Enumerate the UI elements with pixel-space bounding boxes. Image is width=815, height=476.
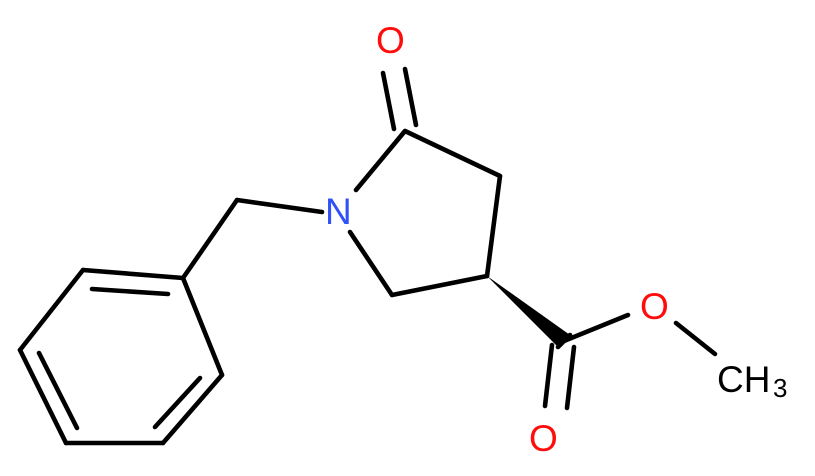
oxygen-carbonyl-label: O [529,418,558,459]
aromatic-inner-bond [152,375,203,430]
methyl-subscript: 3 [773,373,787,403]
ketone-double-bond [402,66,419,128]
bond [160,372,225,446]
bond [389,273,490,298]
methoxy-bond [673,320,718,357]
methyl-label: CH [717,359,770,400]
bond [347,229,395,298]
ester-o-bond [561,312,631,344]
bond [17,267,86,353]
oxygen-ester-label: O [640,286,669,327]
aromatic-inner-bond [89,286,171,297]
bond [402,128,503,179]
bond [17,347,69,446]
ketone-double-bond [380,70,397,132]
oxygen-ketone-label: O [376,20,405,61]
stereo-wedge-bond [487,276,570,347]
pyrrolidinone-ring [347,128,503,298]
aromatic-inner-bond [36,350,80,431]
bond [353,128,408,193]
benzene-ring [17,267,225,446]
bond [484,173,503,279]
bond [80,267,186,281]
ester-carbonyl-bond [542,342,555,409]
nitrogen-label: N [325,191,352,232]
bond [180,275,225,378]
benzyl-n-bond [234,197,325,215]
benzyl-bond [180,197,240,281]
ester-carbonyl-bond [564,344,577,411]
